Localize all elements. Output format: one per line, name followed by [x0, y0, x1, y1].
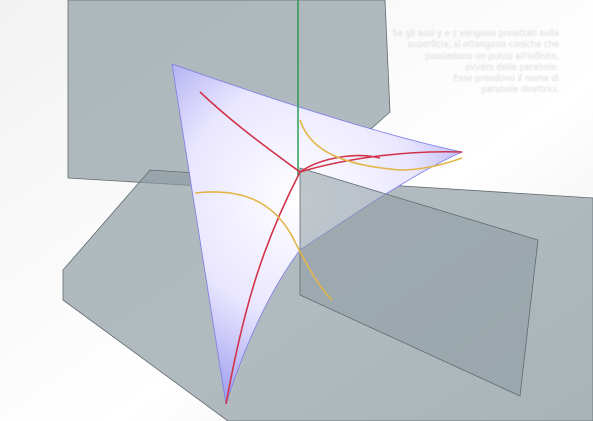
- caption-line: possiedono un punto all'infinito,: [424, 50, 559, 61]
- caption-line: Se gli assi y e z vengono proiettati sul…: [392, 28, 559, 38]
- hyperbola-section-1: [194, 191, 333, 301]
- caption-line: ovvero delle parabole.: [465, 61, 559, 72]
- caption-line: parabole direttrici.: [481, 84, 559, 95]
- caption-line: Esse prendono il nome di: [453, 73, 559, 84]
- hyperbola-section-2: [299, 119, 463, 171]
- caption-line: superficie, si ottengono coniche che: [407, 39, 559, 50]
- caption-text: Se gli assi y e z vengono proiettati sul…: [300, 28, 559, 96]
- parabola-directrix-2: [225, 171, 301, 405]
